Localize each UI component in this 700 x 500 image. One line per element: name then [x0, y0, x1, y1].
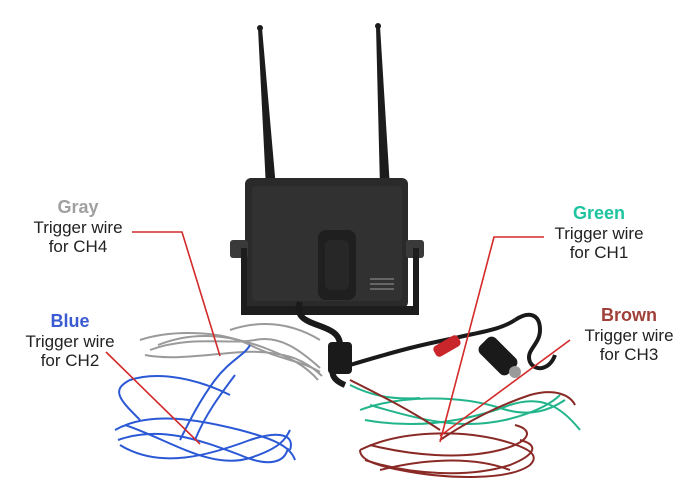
- pointer-lines: [105, 231, 571, 445]
- power-cable: [349, 312, 557, 378]
- green-desc-line1: Trigger wire: [554, 223, 644, 243]
- brown-wire-bundle: [349, 379, 576, 478]
- pointer-blue: [105, 351, 201, 445]
- connector: [328, 342, 352, 374]
- green-color-name: Green: [572, 203, 626, 223]
- blue-wire-bundle: [114, 344, 296, 464]
- gray-desc-line1: Trigger wire: [33, 217, 123, 237]
- monitor: [230, 178, 424, 315]
- pointer-green: [439, 236, 544, 443]
- blue-desc-line1: Trigger wire: [25, 331, 115, 351]
- green-desc-line2: for CH1: [569, 243, 629, 263]
- gray-desc-line2: for CH4: [48, 237, 108, 257]
- blue-trigger-label: Blue Trigger wire for CH2: [10, 311, 130, 371]
- gray-trigger-label: Gray Trigger wire for CH4: [14, 197, 142, 257]
- brown-desc-line2: for CH3: [599, 345, 659, 365]
- brown-trigger-label: Brown Trigger wire for CH3: [564, 305, 694, 365]
- pointer-brown: [439, 339, 571, 437]
- gray-color-name: Gray: [57, 197, 99, 217]
- gray-wire-bundle: [139, 323, 323, 381]
- brown-color-name: Brown: [601, 305, 657, 325]
- green-wire-bundle: [349, 384, 581, 431]
- blue-color-name: Blue: [50, 311, 90, 331]
- pointer-gray: [132, 231, 221, 357]
- green-trigger-label: Green Trigger wire for CH1: [538, 203, 660, 263]
- blue-desc-line2: for CH2: [40, 351, 100, 371]
- brown-desc-line1: Trigger wire: [584, 325, 674, 345]
